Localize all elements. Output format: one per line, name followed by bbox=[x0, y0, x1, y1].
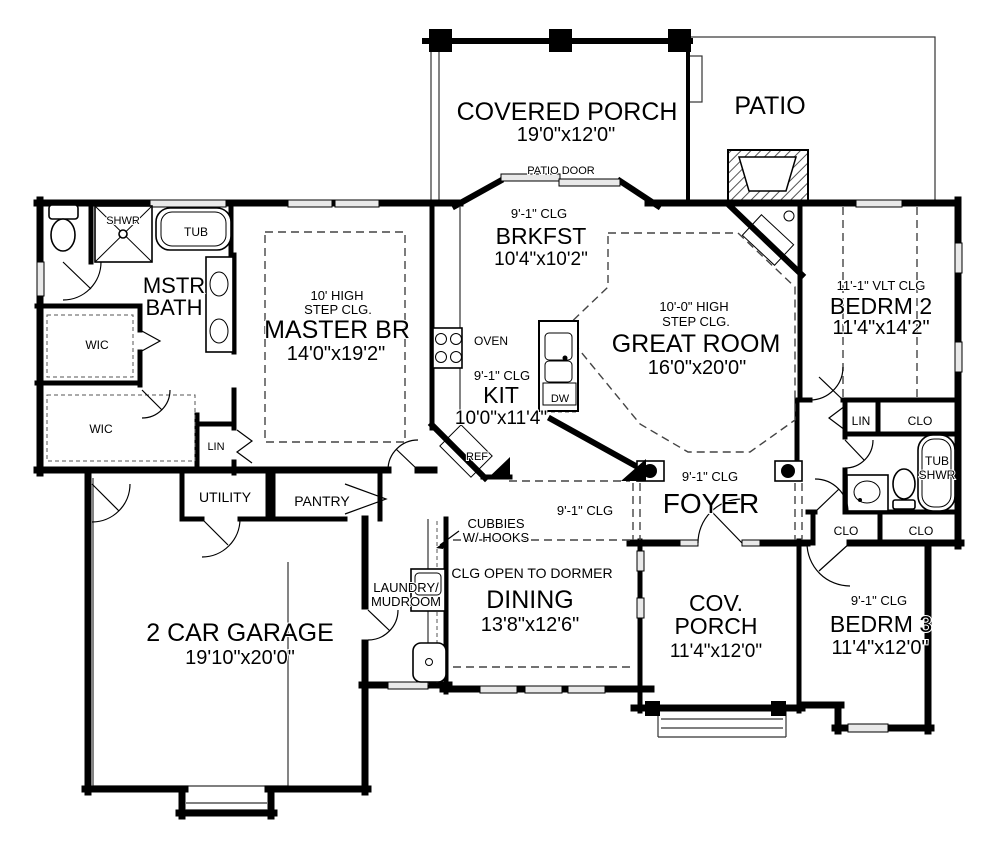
label-clo-hall: CLO bbox=[908, 414, 933, 428]
room-label-kit: KIT bbox=[483, 382, 519, 408]
foyer-columns bbox=[487, 457, 803, 482]
ceiling-master-2: STEP CLG. bbox=[304, 302, 372, 317]
porch-steps bbox=[657, 711, 787, 738]
room-label-cov-porch-1: COV. bbox=[689, 590, 743, 616]
dim-covered-porch: 19'0"x12'0" bbox=[517, 124, 616, 146]
label-dw: DW bbox=[551, 393, 570, 405]
label-clo-right: CLO bbox=[909, 524, 934, 538]
label-lin-hall: LIN bbox=[852, 414, 871, 428]
room-label-patio: PATIO bbox=[734, 92, 805, 120]
dim-bedrm2: 11'4"x14'2" bbox=[832, 317, 929, 339]
doors bbox=[62, 261, 874, 641]
ceiling-great-1: 10'-0" HIGH bbox=[659, 299, 728, 314]
master-vanity bbox=[205, 256, 234, 353]
ceiling-brkfst: 9'-1" CLG bbox=[511, 206, 567, 221]
master-shower bbox=[94, 205, 153, 263]
kitchen-island bbox=[538, 320, 579, 412]
room-label-dining: DINING bbox=[486, 586, 574, 614]
label-wic-upper: WIC bbox=[85, 338, 109, 352]
room-label-great-room: GREAT ROOM bbox=[612, 330, 781, 358]
room-label-covered-porch: COVERED PORCH bbox=[457, 98, 678, 126]
windows bbox=[36, 173, 963, 733]
label-tub-shwr-1: TUB bbox=[925, 454, 949, 468]
hall-bath-fixtures bbox=[846, 434, 956, 512]
label-shwr: SHWR bbox=[106, 215, 140, 227]
label-oven: OVEN bbox=[474, 334, 508, 348]
label-lin-master: LIN bbox=[207, 441, 224, 453]
label-laundry-1: LAUNDRY/ bbox=[373, 580, 439, 595]
ceiling-master-1: 10' HIGH bbox=[310, 288, 363, 303]
label-pantry: PANTRY bbox=[294, 493, 350, 509]
label-tub-shwr-2: SHWR bbox=[919, 468, 956, 482]
label-wic-lower: WIC bbox=[89, 422, 113, 436]
label-clo-left: CLO bbox=[834, 524, 859, 538]
master-toilet bbox=[48, 204, 79, 252]
ceiling-bedrm3: 9'-1" CLG bbox=[851, 593, 907, 608]
dim-garage: 19'10"x20'0" bbox=[185, 647, 295, 669]
refrigerator bbox=[439, 424, 493, 478]
master-tub bbox=[155, 207, 232, 251]
ceiling-hall: 9'-1" CLG bbox=[557, 503, 613, 518]
dim-great-room: 16'0"x20'0" bbox=[648, 357, 747, 379]
washer-dryer bbox=[410, 568, 446, 612]
label-patio-door: PATIO DOOR bbox=[527, 165, 594, 177]
room-label-garage: 2 CAR GARAGE bbox=[146, 619, 334, 647]
dim-cov-porch: 11'4"x12'0" bbox=[670, 641, 762, 662]
label-laundry-2: MUDROOM bbox=[371, 594, 441, 609]
room-label-bedrm3: BEDRM 3 bbox=[830, 611, 932, 637]
dim-bedrm3: 11'4"x12'0" bbox=[831, 637, 928, 659]
label-utility: UTILITY bbox=[199, 489, 252, 505]
ceiling-bedrm2: 11'-1" VLT CLG bbox=[837, 278, 926, 293]
room-label-mstr-bath-1: MSTR bbox=[143, 273, 205, 298]
room-label-cov-porch-2: PORCH bbox=[674, 613, 757, 639]
utility-sink bbox=[412, 642, 447, 683]
room-label-mstr-bath-2: BATH bbox=[145, 295, 202, 320]
ceiling-great-2: STEP CLG. bbox=[662, 314, 730, 329]
stove bbox=[432, 327, 463, 369]
room-label-foyer: FOYER bbox=[663, 488, 759, 519]
interior-walls bbox=[34, 200, 961, 714]
label-cubbies-2: W/ HOOKS bbox=[463, 530, 530, 545]
dim-dining: 13'8"x12'6" bbox=[481, 614, 580, 636]
label-ref: REF bbox=[466, 451, 488, 463]
ceiling-kit: 9'-1" CLG bbox=[474, 368, 530, 383]
dim-kit: 10'0"x11'4" bbox=[455, 408, 547, 429]
exterior-walls bbox=[33, 38, 965, 820]
ceiling-dining: CLG OPEN TO DORMER bbox=[451, 565, 612, 581]
room-label-master-br: MASTER BR bbox=[264, 316, 410, 344]
fireplace bbox=[725, 149, 809, 280]
dim-brkfst: 10'4"x10'2" bbox=[494, 249, 588, 270]
ceiling-foyer: 9'-1" CLG bbox=[682, 469, 738, 484]
dim-master-br: 14'0"x19'2" bbox=[287, 343, 386, 365]
room-label-bedrm2: BEDRM 2 bbox=[830, 293, 932, 319]
cubbies-arrow bbox=[436, 530, 460, 549]
porch-columns bbox=[429, 29, 786, 716]
room-label-brkfst: BRKFST bbox=[496, 223, 587, 249]
label-cubbies-1: CUBBIES bbox=[467, 516, 524, 531]
label-tub: TUB bbox=[184, 225, 208, 239]
